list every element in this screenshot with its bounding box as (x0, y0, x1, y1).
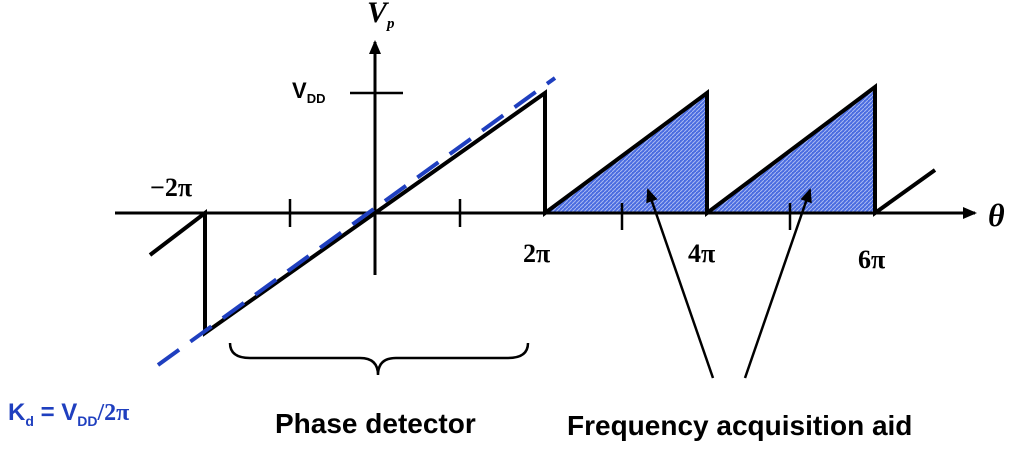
sawtooth-waveform (148, 83, 937, 337)
kd-dashed-line (156, 76, 557, 367)
tick-label-4pi: 4π (688, 239, 715, 268)
phase-detector-caption: Phase detector (275, 408, 476, 439)
phase-detector-brace (228, 342, 530, 376)
x-axis-label: θ (988, 197, 1005, 233)
kd-formula: Kd = VDD/2π (8, 399, 129, 429)
tick-label-6pi: 6π (858, 245, 885, 274)
y-axis-label: Vp (367, 0, 395, 32)
arrow-to-region-1 (646, 188, 715, 379)
arrow-to-region-2 (743, 188, 812, 379)
tick-label-2pi: 2π (523, 239, 550, 268)
vdd-label: VDD (292, 78, 325, 106)
tick-label-neg-2pi: −2π (150, 173, 192, 202)
frequency-aid-caption: Frequency acquisition aid (567, 410, 912, 441)
